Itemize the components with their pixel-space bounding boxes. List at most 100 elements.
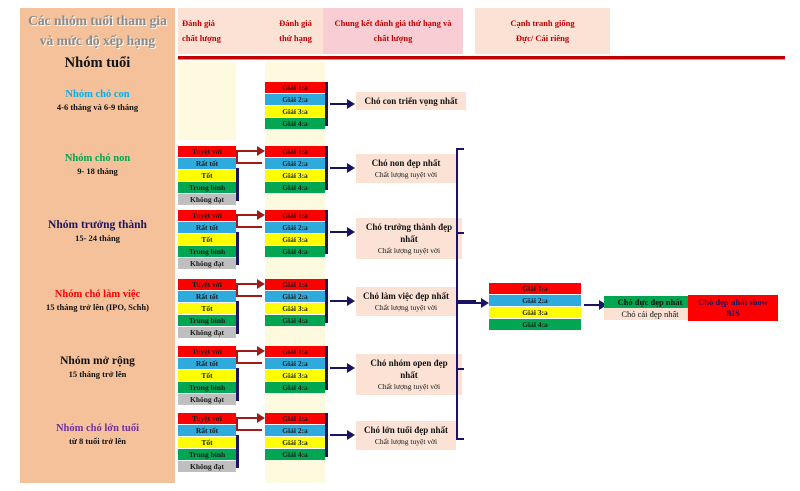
rank-level-4-4: Giải 4:a [265,382,325,393]
rank-level-1-2: Giải 2:a [265,158,325,170]
connector-quality-bottom-2 [236,226,262,228]
bis-box: Chó đẹp nhất show BIS [688,295,778,321]
quality-level-4-1: Tuyệt vời [178,346,236,358]
column-header-spacer-1 [463,8,475,54]
quality-level-2-4: Trung bình [178,246,236,258]
rank-stack-bar-4 [325,346,328,390]
result-main-2: Chó trưởng thành đẹp nhất [365,222,453,244]
quality-level-4-5: Không đạt [178,394,236,405]
quality-stack-bar-4 [236,368,239,401]
rank-level-3-1: Giải 1:a [265,279,325,291]
rank-level-1-1: Giải 1:a [265,146,325,158]
connector-quality-vert-1 [236,150,238,164]
bis-line2: BIS [726,308,740,318]
rank-level-5-3: Giải 3:a [265,437,325,449]
collector-tick-row-1 [456,148,464,150]
age-group-name-1: Nhóm chó non [64,153,131,164]
connector-quality-vert-4 [236,350,238,364]
column-header-competition-line1: Cạnh tranh giống [510,18,575,28]
column-header-rank-line2: thứ hạng [279,33,312,43]
rank-stack-4: Giải 1:a Giải 2:a Giải 3:a Giải 4:a [265,346,328,393]
quality-level-5-3: Tốt [178,437,236,449]
quality-level-1-4: Trung bình [178,182,236,194]
final-rank-level-4: Giải 4:a [489,319,581,330]
arrow-rank-to-result-4 [330,363,355,373]
connector-quality-bottom-3 [236,295,262,297]
age-group-row-5: Nhóm chó lớn tuổi từ 8 tuổi trở lên [20,422,175,447]
quality-stack-3: Tuyệt vời Rất tốt Tốt Trung bình Không đ… [178,279,239,338]
best-male-label: Chó đực đẹp nhất [604,296,696,308]
quality-level-5-1: Tuyệt vời [178,413,236,425]
arrow-final-rank-to-sex [584,300,607,310]
age-group-row-2: Nhóm trưởng thành 15- 24 tháng [20,219,175,244]
header-divider-shadow [178,59,785,60]
rank-stack-bar-3 [325,279,328,323]
page-title-line1: Các nhóm tuổi tham gia [28,13,167,28]
quality-stack-2: Tuyệt vời Rất tốt Tốt Trung bình Không đ… [178,210,239,269]
arrow-quality-to-rank-1 [240,146,265,156]
result-box-1: Chó non đẹp nhất Chất lượng tuyệt vời [356,154,456,183]
arrow-quality-to-rank-2 [240,210,265,220]
age-group-name-4: Nhóm mở rộng [60,355,135,367]
column-header-rank-line1: Đánh giá [279,18,312,28]
final-rank-stack: Giải 1:a Giải 2:a Giải 3:a Giải 4:a [489,283,581,330]
rank-level-5-1: Giải 1:a [265,413,325,425]
age-group-name-2: Nhóm trưởng thành [48,219,147,231]
final-rank-level-3: Giải 3:a [489,307,581,319]
rank-level-2-3: Giải 3:a [265,234,325,246]
page-subtitle: Nhóm tuổi [64,55,131,71]
quality-level-2-2: Rất tốt [178,222,236,234]
rank-column-band [265,62,325,483]
quality-level-1-2: Rất tốt [178,158,236,170]
rank-level-0-2: Giải 2:a [265,94,325,106]
quality-level-5-4: Trung bình [178,449,236,461]
result-main-1: Chó non đẹp nhất [371,158,441,168]
result-box-5: Chó lớn tuổi đẹp nhất Chất lượng tuyệt v… [356,421,456,450]
quality-level-4-4: Trung bình [178,382,236,394]
result-sub-3: Chất lượng tuyệt vời [374,303,438,312]
rank-stack-2: Giải 1:a Giải 2:a Giải 3:a Giải 4:a [265,210,328,257]
quality-stack-5: Tuyệt vời Rất tốt Tốt Trung bình Không đ… [178,413,239,472]
final-rank-level-1: Giải 1:a [489,283,581,295]
rank-level-5-4: Giải 4:a [265,449,325,460]
quality-level-2-3: Tốt [178,234,236,246]
age-group-row-0: Nhóm chó con 4-6 tháng và 6-9 tháng [20,88,175,113]
quality-stack-4: Tuyệt vời Rất tốt Tốt Trung bình Không đ… [178,346,239,405]
column-header-final: Chung kết đánh giá thứ hạng và chất lượn… [323,8,463,54]
best-female-label: Chó cái đẹp nhất [604,308,696,320]
connector-quality-bottom-1 [236,162,262,164]
rank-stack-1: Giải 1:a Giải 2:a Giải 3:a Giải 4:a [265,146,328,193]
result-sub-5: Chất lượng tuyệt vời [374,437,438,446]
result-box-3: Chó làm việc đẹp nhất Chất lượng tuyệt v… [356,287,456,316]
age-group-name-0: Nhóm chó con [65,89,130,100]
quality-level-3-5: Không đạt [178,327,236,338]
arrow-quality-to-rank-5 [240,413,265,423]
quality-level-5-2: Rất tốt [178,425,236,437]
age-group-name-3: Nhóm chó làm việc [54,289,141,300]
quality-level-3-2: Rất tốt [178,291,236,303]
page-title: Các nhóm tuổi tham gia và mức độ xếp hạn… [20,10,175,52]
age-group-panel [20,8,175,483]
age-group-age-0: 4-6 tháng và 6-9 tháng [56,102,139,112]
quality-stack-bar-3 [236,301,239,334]
rank-stack-bar-1 [325,146,328,190]
age-group-age-3: 15 tháng trở lên (IPO, Schh) [46,302,149,312]
quality-level-1-3: Tốt [178,170,236,182]
quality-stack-bar-2 [236,232,239,265]
connector-quality-vert-3 [236,283,238,297]
column-header-competition-line2: Đực/ Cái riêng [515,33,570,43]
column-header-final-line2: chất lượng [373,33,413,43]
quality-level-2-5: Không đạt [178,258,236,269]
result-main-4: Chó nhóm open đẹp nhất [370,358,448,380]
result-main-0: Chó con triển vọng nhất [364,96,458,106]
connector-quality-vert-2 [236,214,238,228]
rank-level-3-3: Giải 3:a [265,303,325,315]
rank-stack-bar-5 [325,413,328,457]
result-sub-2: Chất lượng tuyệt vời [377,246,441,255]
age-group-age-5: từ 8 tuổi trở lên [68,436,127,446]
age-group-name-5: Nhóm chó lớn tuổi [55,423,140,434]
final-rank-level-2: Giải 2:a [489,295,581,307]
rank-stack-5: Giải 1:a Giải 2:a Giải 3:a Giải 4:a [265,413,328,460]
age-group-age-1: 9- 18 tháng [77,166,118,176]
column-header-quality-line2: chất lượng [182,33,221,43]
